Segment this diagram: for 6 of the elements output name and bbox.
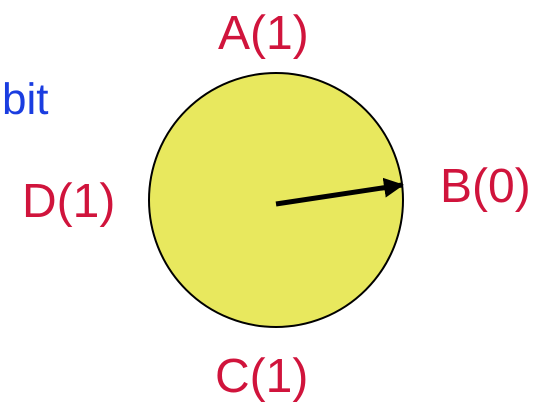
- position-label: D(1): [22, 178, 116, 226]
- bit-label: bit: [2, 78, 48, 122]
- position-label: A(1): [218, 10, 309, 58]
- position-label: C(1): [215, 353, 308, 401]
- position-label: B(0): [440, 163, 531, 211]
- clock-circle: [148, 72, 404, 328]
